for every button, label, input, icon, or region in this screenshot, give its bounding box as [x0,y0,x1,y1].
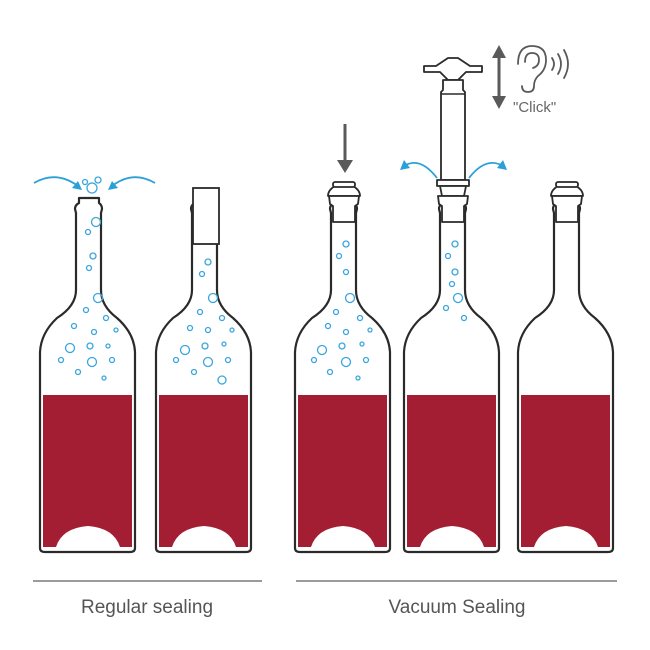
vacuum-stopper [550,185,584,197]
air-bubbles [172,258,235,385]
air-bubbles [310,240,373,381]
wine-fill [407,395,496,547]
vacuum-sealing-label: Vacuum Sealing [389,597,526,618]
air-flow-arrow-icon [33,176,156,190]
bottle-vacuum-sealed [516,181,615,554]
wine-fill [159,395,248,547]
cork [192,187,220,245]
wine-fill [298,395,387,547]
arrow-down-icon [337,124,353,173]
air-bubbles [57,176,119,381]
ear-icon [517,45,569,93]
bottle-regular-open [33,176,156,554]
bottle-vacuum-stopper-insert [293,124,392,554]
wine-fill [43,395,132,547]
bottle-vacuum-pumping: "Click" [400,45,569,554]
vacuum-pump [423,57,483,223]
vacuum-stopper [327,185,361,197]
air-flow-arrow-icon [400,160,507,179]
regular-sealing-label: Regular sealing [81,597,213,618]
click-sound-label: "Click" [513,99,556,116]
air-bubbles [442,240,468,322]
arrow-up-down-icon [492,45,506,109]
wine-fill [521,395,610,547]
bottle-regular-corked [154,187,253,554]
